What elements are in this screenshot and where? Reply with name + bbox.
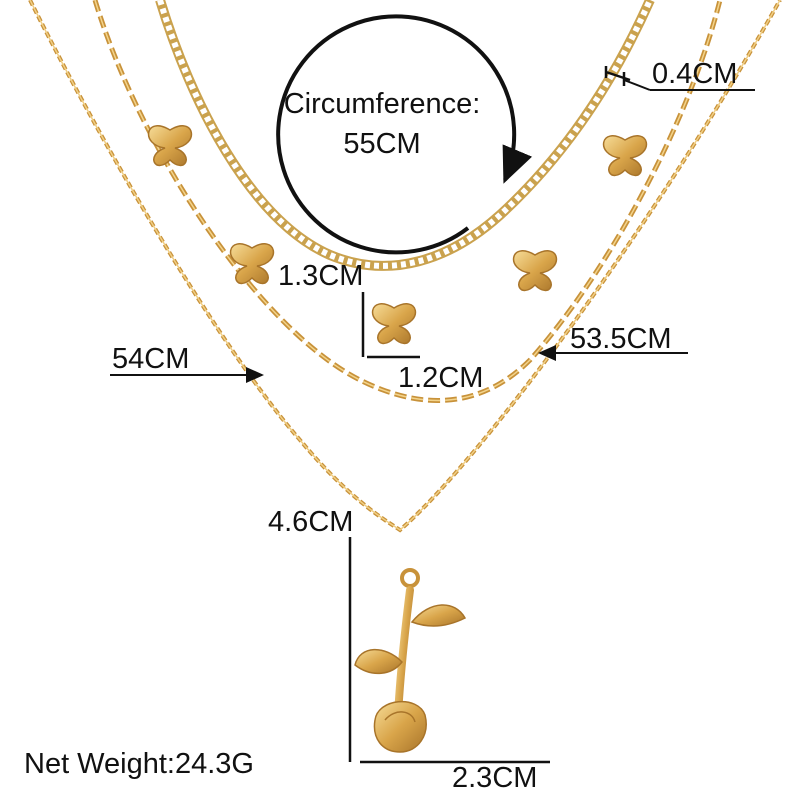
butterfly-charm-1 (148, 125, 192, 167)
long-chain-length-label: 54CM (112, 343, 190, 375)
rhinestone-width-label: 0.4CM (652, 58, 738, 90)
circumference-value: 55CM (343, 128, 421, 160)
circumference-label: Circumference: (283, 88, 481, 120)
rose-pendant (354, 568, 467, 753)
butterfly-dimension-lines (361, 292, 420, 359)
butterfly-charm-4 (513, 250, 557, 292)
butterfly-width-label: 1.2CM (398, 362, 484, 394)
middle-chain-length-label: 53.5CM (570, 323, 672, 355)
butterfly-height-label: 1.3CM (278, 260, 364, 292)
butterfly-charm-5 (603, 135, 647, 177)
net-weight-label: Net Weight:24.3G (24, 748, 254, 780)
butterfly-charm-2 (230, 243, 274, 285)
rose-width-label: 2.3CM (452, 762, 538, 794)
rose-height-label: 4.6CM (268, 506, 354, 538)
width-marker-rhinestone (604, 66, 755, 91)
circumference-arrow (276, 14, 533, 255)
butterfly-charm-3 (372, 303, 416, 345)
rose-dimension-lines (348, 537, 550, 764)
